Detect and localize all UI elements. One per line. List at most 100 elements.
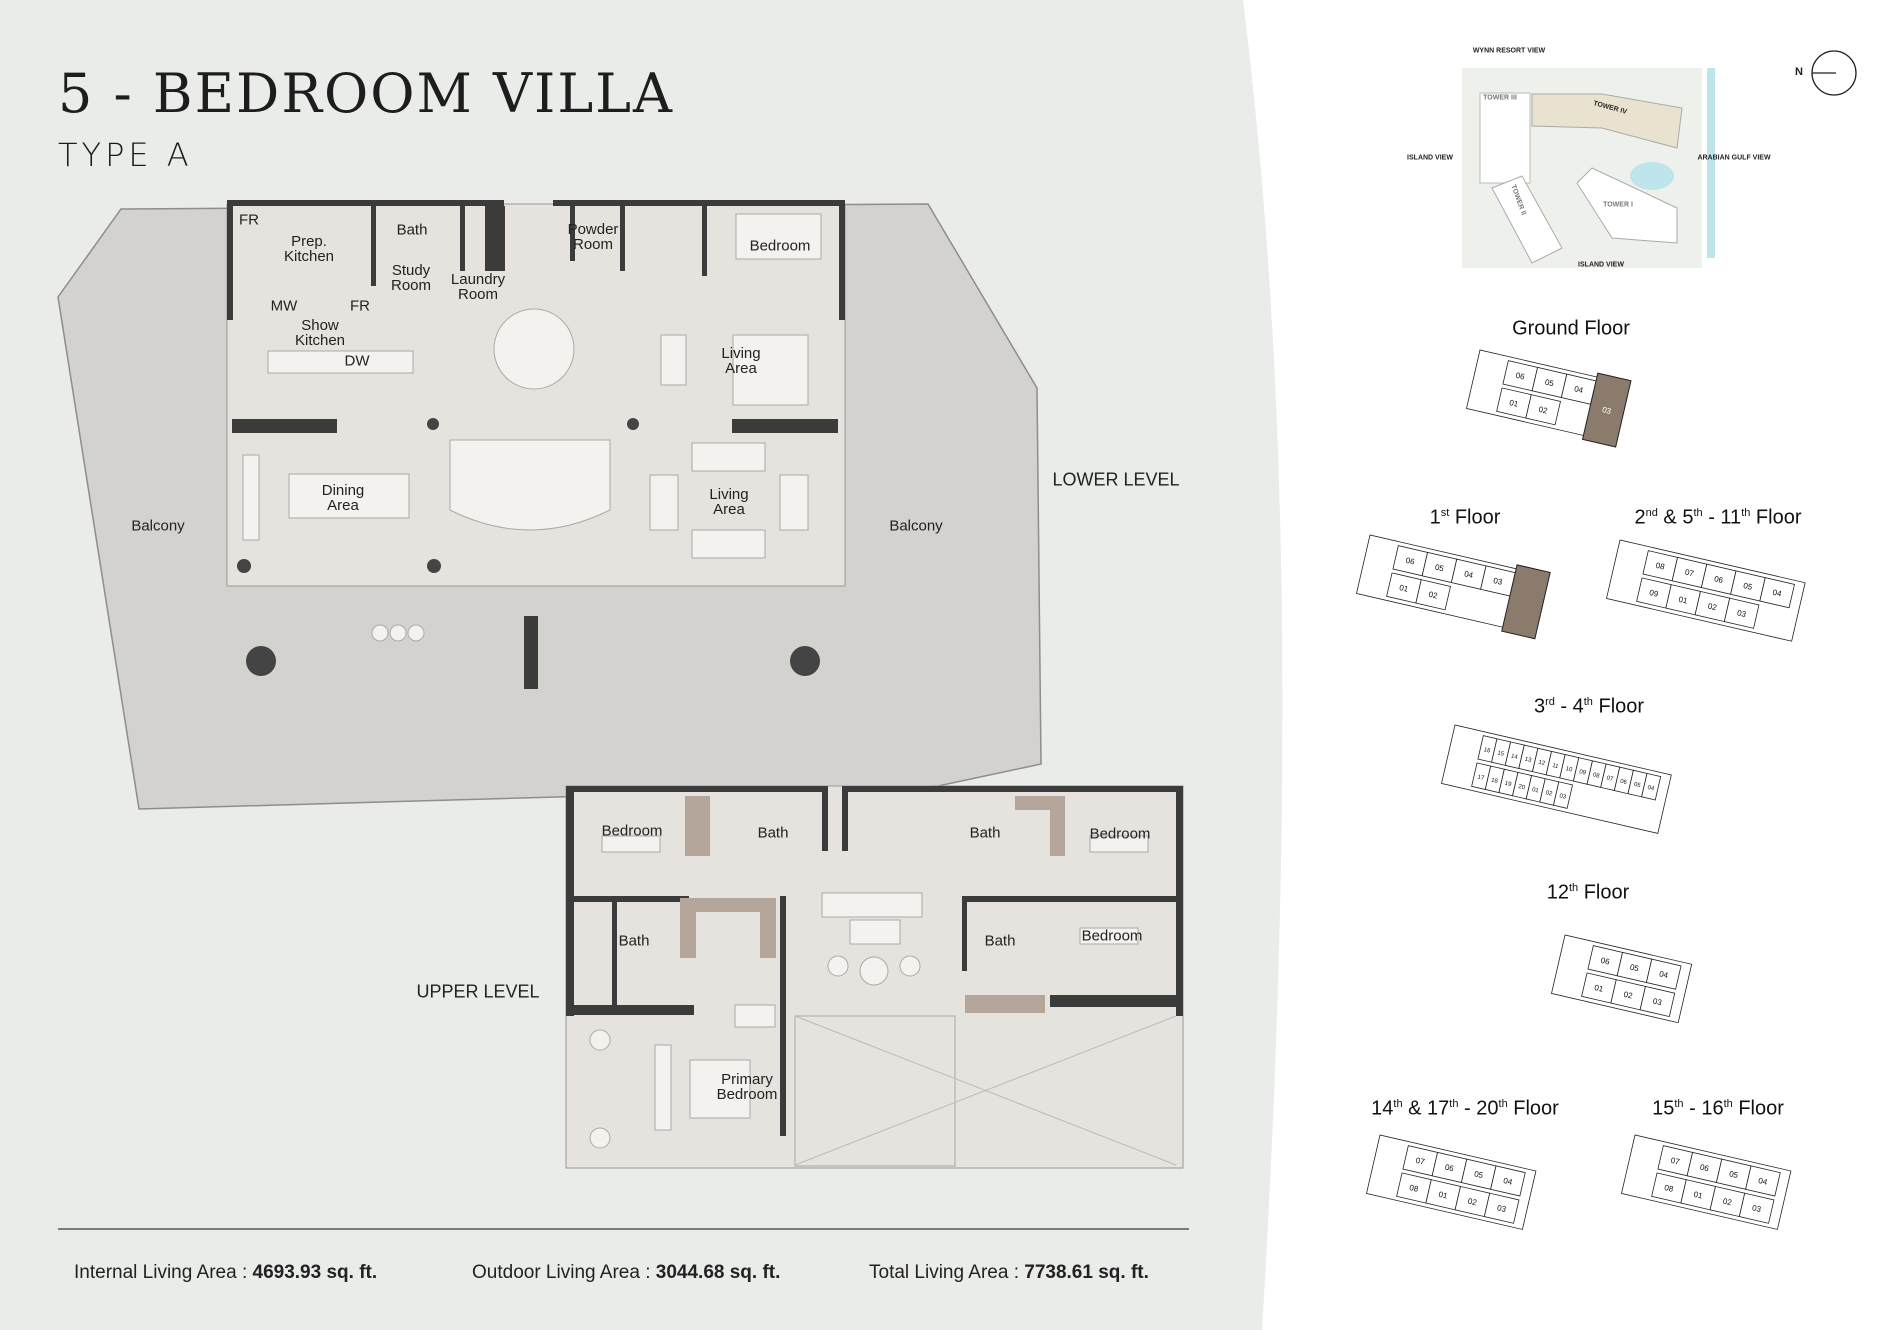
outdoor-area: Outdoor Living Area : 3044.68 sq. ft. bbox=[472, 1262, 780, 1284]
keyplan-unit bbox=[1641, 772, 1662, 801]
keyplan-unit-number: 02 bbox=[1538, 405, 1549, 416]
keyplan-title: 3rd - 4th Floor bbox=[1533, 695, 1645, 718]
site-map bbox=[1462, 68, 1715, 268]
keyplan-unit-number: 04 bbox=[1463, 569, 1474, 580]
keyplan-unit-number: 11 bbox=[1551, 763, 1559, 770]
compass-icon bbox=[1811, 50, 1857, 96]
keyplan-unit-number: 03 bbox=[1559, 793, 1567, 800]
room-label: Laundry Room bbox=[450, 271, 506, 303]
keyplan-unit-number: 02 bbox=[1545, 790, 1553, 797]
keyplan-unit-number: 05 bbox=[1633, 782, 1641, 789]
keyplan-unit-number: 08 bbox=[1592, 772, 1600, 779]
keyplan-unit-number: 16 bbox=[1483, 747, 1491, 754]
tower-label: TOWER I bbox=[1603, 201, 1633, 209]
keyplan-unit-number: 07 bbox=[1415, 1156, 1426, 1167]
keyplan-unit-number: 19 bbox=[1504, 781, 1512, 788]
page-subtitle: TYPE A bbox=[58, 136, 193, 174]
room-label: Primary Bedroom bbox=[716, 1071, 778, 1103]
keyplan-unit-number: 01 bbox=[1678, 595, 1689, 606]
page-title: 5 - BEDROOM VILLA bbox=[58, 62, 675, 125]
view-label: ISLAND VIEW bbox=[1407, 154, 1453, 162]
room-label: Powder Room bbox=[567, 221, 619, 253]
keyplan-title: 14th & 17th - 20th Floor bbox=[1371, 1097, 1559, 1120]
keyplan-unit-number: 04 bbox=[1647, 785, 1655, 792]
lower-level-label: LOWER LEVEL bbox=[1052, 469, 1180, 490]
keyplan-unit-number: 03 bbox=[1496, 1203, 1507, 1214]
keyplan-unit-number: 08 bbox=[1663, 1183, 1674, 1194]
keyplan-unit bbox=[1415, 579, 1451, 611]
keyplan-unit-number: 05 bbox=[1629, 963, 1640, 974]
keyplan-unit-number: 05 bbox=[1434, 563, 1445, 574]
keyplan-unit-number: 03 bbox=[1751, 1203, 1762, 1214]
room-label: Prep. Kitchen bbox=[283, 233, 335, 265]
keyplan-unit bbox=[1525, 394, 1561, 426]
keyplan-unit-number: 02 bbox=[1467, 1197, 1478, 1208]
keyplan-unit-number: 17 bbox=[1477, 774, 1485, 781]
keyplan-unit-number: 01 bbox=[1438, 1190, 1449, 1201]
keyplan-unit bbox=[1639, 985, 1676, 1018]
room-label: Bedroom bbox=[601, 822, 663, 840]
area-label: Total Living Area : bbox=[869, 1262, 1025, 1283]
total-area: Total Living Area : 7738.61 sq. ft. bbox=[869, 1262, 1149, 1284]
keyplan-unit-number: 04 bbox=[1757, 1176, 1768, 1187]
keyplan-unit-number: 12 bbox=[1538, 760, 1546, 767]
keyplan-unit-number: 06 bbox=[1405, 556, 1416, 567]
keyplan-unit-number: 01 bbox=[1508, 398, 1519, 409]
room-label: Show Kitchen bbox=[294, 317, 346, 349]
keyplan-unit-number: 03 bbox=[1492, 576, 1503, 587]
tower-label: TOWER III bbox=[1483, 94, 1517, 102]
keyplan-unit-number: 05 bbox=[1728, 1169, 1739, 1180]
internal-area: Internal Living Area : 4693.93 sq. ft. bbox=[74, 1262, 377, 1284]
keyplan-unit-number: 06 bbox=[1444, 1163, 1455, 1174]
area-label: Internal Living Area : bbox=[74, 1262, 253, 1283]
highlighted-unit bbox=[1501, 564, 1551, 640]
keyplan-unit bbox=[1723, 597, 1760, 629]
keyplan-unit-number: 01 bbox=[1398, 583, 1409, 594]
keyplan-title: 2nd & 5th - 11th Floor bbox=[1634, 506, 1802, 529]
room-label: Balcony bbox=[131, 517, 185, 535]
keyplan-unit-number: 06 bbox=[1713, 574, 1724, 585]
keyplan-unit bbox=[1553, 781, 1574, 809]
room-label: Bath bbox=[618, 932, 650, 950]
keyplan-unit-number: 08 bbox=[1655, 561, 1666, 572]
keyplan-unit-number: 06 bbox=[1515, 371, 1526, 382]
keyplan-unit bbox=[1490, 1165, 1526, 1197]
keyplan-unit-number: 04 bbox=[1658, 969, 1669, 980]
room-label: Bath bbox=[757, 824, 789, 842]
room-label: Bedroom bbox=[749, 237, 811, 255]
keyplan-unit-number: 18 bbox=[1490, 778, 1498, 785]
keyplan-unit-number: 04 bbox=[1573, 384, 1584, 395]
keyplan-unit-number: 01 bbox=[1593, 983, 1604, 994]
area-label: Outdoor Living Area : bbox=[472, 1262, 656, 1283]
keyplan-unit-number: 20 bbox=[1518, 784, 1526, 791]
keyplan-unit-number: 07 bbox=[1670, 1156, 1681, 1167]
keyplan-unit-number: 02 bbox=[1707, 602, 1718, 613]
keyplan-unit-number: 05 bbox=[1544, 378, 1555, 389]
highlighted-unit-number: 03 bbox=[1601, 405, 1612, 416]
room-label: Living Area bbox=[721, 345, 761, 377]
view-label: ISLAND VIEW bbox=[1578, 261, 1624, 269]
keyplan-title: 15th - 16th Floor bbox=[1652, 1097, 1784, 1120]
highlighted-unit bbox=[1581, 372, 1632, 448]
keyplan-unit-number: 09 bbox=[1648, 588, 1659, 599]
keyplan-unit-number: 10 bbox=[1565, 766, 1573, 773]
keyplan-unit bbox=[1645, 958, 1682, 990]
keyplan-unit-number: 14 bbox=[1510, 753, 1518, 760]
room-label: Balcony bbox=[889, 517, 943, 535]
room-label: Bedroom bbox=[1089, 825, 1151, 843]
upper-level-label: UPPER LEVEL bbox=[416, 981, 540, 1002]
keyplan-unit-number: 05 bbox=[1473, 1169, 1484, 1180]
room-label: Bath bbox=[984, 932, 1016, 950]
area-value: 7738.61 sq. ft. bbox=[1024, 1262, 1149, 1283]
keyplan-unit-number: 09 bbox=[1579, 769, 1587, 776]
room-label: FR bbox=[239, 211, 259, 229]
keyplan-title: Ground Floor bbox=[1512, 317, 1630, 340]
keyplan-unit-number: 01 bbox=[1693, 1190, 1704, 1201]
